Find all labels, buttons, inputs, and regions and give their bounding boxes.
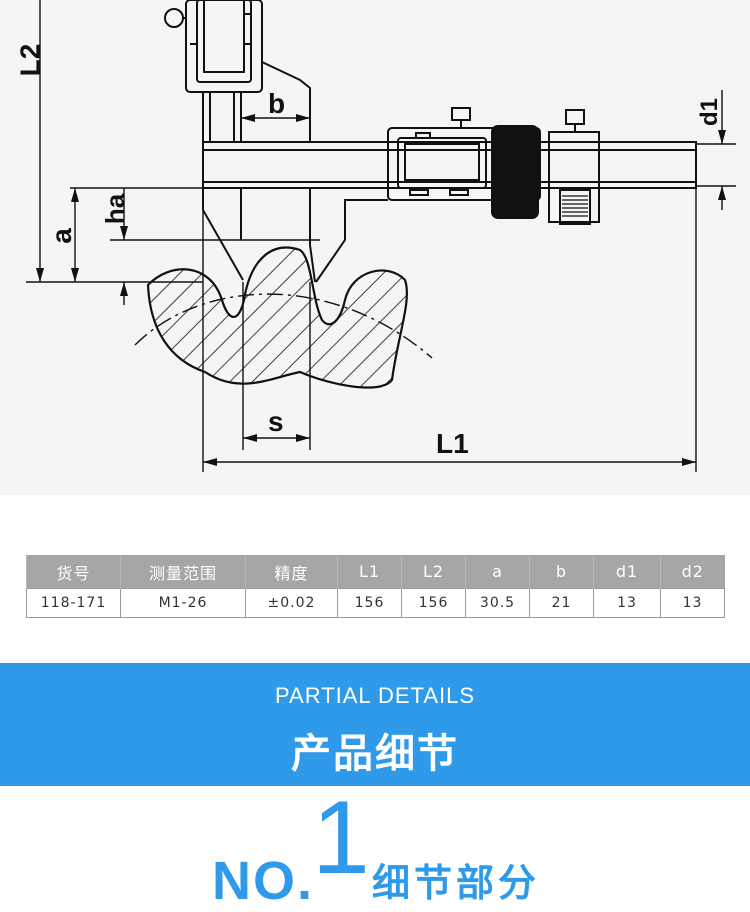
slider-display-body: [387, 127, 541, 201]
cell-a: 30.5: [465, 588, 530, 618]
gear-section: [146, 246, 409, 389]
banner-title: 产品细节: [291, 731, 459, 777]
cell-item-no: 118-171: [26, 588, 121, 618]
banner-subtitle: PARTIAL DETAILS: [274, 683, 476, 708]
header-item-no: 货号: [26, 555, 121, 589]
header-precision: 精度: [245, 555, 338, 589]
cell-precision: ±0.02: [245, 588, 338, 618]
technical-drawing: L2 b d1 ha a s L1: [14, 0, 736, 472]
header-b: b: [529, 555, 594, 589]
section-number: 1: [312, 780, 370, 896]
cell-d1: 13: [593, 588, 661, 618]
header-a: a: [465, 555, 530, 589]
header-range: 测量范围: [120, 555, 246, 589]
spec-table: 货号 测量范围 精度 L1 L2 a b d1 d2 118-171 M1-26…: [26, 555, 725, 618]
cell-l2: 156: [401, 588, 466, 618]
dimension-label-a: a: [45, 228, 77, 244]
header-d1: d1: [593, 555, 661, 589]
cell-d2: 13: [660, 588, 725, 618]
partial-details-banner: PARTIAL DETAILS 产品细节: [0, 663, 750, 786]
header-d2: d2: [660, 555, 725, 589]
dimension-label-d1: d1: [696, 97, 724, 127]
section-heading: NO. 1 细节部分: [0, 786, 750, 911]
dimension-label-l2: L2: [14, 43, 46, 77]
dimension-label-ha: ha: [100, 193, 131, 225]
dimension-label-b: b: [268, 88, 286, 119]
cell-l1: 156: [337, 588, 402, 618]
table-header-row: 货号 测量范围 精度 L1 L2 a b d1 d2: [26, 555, 725, 589]
caliper-gear-diagram: [26, 0, 736, 472]
cell-range: M1-26: [120, 588, 246, 618]
dimension-label-s: s: [268, 406, 284, 437]
section-prefix: NO.: [212, 851, 315, 911]
section-title: 细节部分: [372, 861, 541, 905]
header-l2: L2: [401, 555, 466, 589]
top-knob: [164, 8, 184, 28]
cell-b: 21: [529, 588, 594, 618]
table-row: 118-171 M1-26 ±0.02 156 156 30.5 21 13 1…: [26, 588, 725, 618]
dimension-label-l1: L1: [436, 428, 469, 459]
header-l1: L1: [337, 555, 402, 589]
